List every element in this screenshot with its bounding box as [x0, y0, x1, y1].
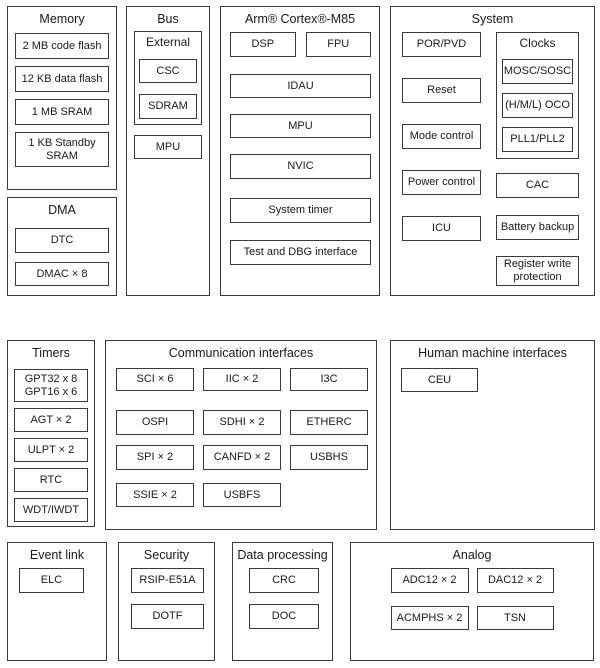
block-reset: Reset	[402, 78, 481, 103]
memory-blocks: 2 MB code flash 12 KB data flash 1 MB SR…	[15, 33, 109, 167]
block-usbfs: USBFS	[203, 483, 281, 507]
analog-section-title: Analog	[452, 548, 492, 562]
data-processing-section-title: Data processing	[237, 548, 328, 562]
clocks-group: Clocks MOSC/SOSC (H/M/L) OCO PLL1/PLL2	[496, 32, 579, 159]
dma-section: DMA DTC DMAC × 8	[7, 197, 117, 296]
security-section-title: Security	[143, 548, 190, 562]
block-doc: DOC	[249, 604, 319, 629]
block-power-control: Power control	[402, 170, 481, 195]
block-etherc: ETHERC	[290, 410, 368, 435]
analog-blocks: ADC12 × 2 DAC12 × 2 ACMPHS × 2 TSN	[390, 568, 554, 630]
clocks-group-title: Clocks	[519, 36, 556, 50]
block-ssie: SSIE × 2	[116, 483, 194, 507]
block-sci: SCI × 6	[116, 368, 194, 391]
block-i3c: I3C	[290, 368, 368, 391]
block-gpt: GPT32 x 8 GPT16 x 6	[14, 369, 88, 402]
block-battery-backup: Battery backup	[496, 215, 579, 240]
block-data-flash: 12 KB data flash	[15, 66, 109, 92]
system-section: System POR/PVD Reset Mode control Power …	[390, 6, 595, 296]
communication-interfaces-section: Communication interfaces SCI × 6 IIC × 2…	[105, 340, 377, 530]
block-crc: CRC	[249, 568, 319, 593]
cpu-blocks: DSP FPU IDAU MPU NVIC System timer Test …	[230, 32, 371, 265]
block-ospi: OSPI	[116, 410, 194, 435]
block-sdhi: SDHI × 2	[203, 410, 281, 435]
block-rtc: RTC	[14, 468, 88, 492]
communication-row: SCI × 6 IIC × 2 I3C	[116, 368, 368, 391]
communication-interfaces-section-title: Communication interfaces	[168, 346, 314, 360]
system-left-column: POR/PVD Reset Mode control Power control…	[402, 32, 481, 241]
system-right-column: Clocks MOSC/SOSC (H/M/L) OCO PLL1/PLL2 C…	[496, 32, 579, 286]
communication-row: SPI × 2 CANFD × 2 USBHS	[116, 445, 368, 470]
block-dtc: DTC	[15, 228, 109, 253]
block-fpu: FPU	[305, 32, 371, 57]
timers-blocks: GPT32 x 8 GPT16 x 6 AGT × 2 ULPT × 2 RTC…	[14, 369, 88, 522]
block-rsip-e51a: RSIP-E51A	[131, 568, 204, 593]
block-bus-mpu: MPU	[134, 135, 202, 159]
block-por-pvd: POR/PVD	[402, 32, 481, 57]
block-hml-oco: (H/M/L) OCO	[502, 93, 573, 118]
memory-section: Memory 2 MB code flash 12 KB data flash …	[7, 6, 117, 190]
block-sdram: SDRAM	[139, 94, 197, 119]
block-usbhs: USBHS	[290, 445, 368, 470]
data-processing-section: Data processing CRC DOC	[232, 542, 333, 661]
block-code-flash: 2 MB code flash	[15, 33, 109, 59]
block-adc12: ADC12 × 2	[390, 568, 469, 593]
block-dmac: DMAC × 8	[15, 262, 109, 286]
block-sram: 1 MB SRAM	[15, 99, 109, 125]
bus-external-group-title: External	[145, 35, 191, 49]
block-ulpt: ULPT × 2	[14, 438, 88, 462]
timers-section-title: Timers	[32, 346, 70, 360]
block-spi: SPI × 2	[116, 445, 194, 470]
cpu-section-title: Arm® Cortex®-M85	[244, 12, 356, 26]
human-machine-interfaces-section-title: Human machine interfaces	[418, 346, 567, 360]
block-mosc-sosc: MOSC/SOSC	[502, 59, 573, 84]
block-elc: ELC	[19, 568, 84, 593]
system-section-title: System	[471, 12, 514, 26]
block-wdt-iwdt: WDT/IWDT	[14, 498, 88, 522]
bus-external-group: External CSC SDRAM	[134, 31, 202, 125]
block-system-timer: System timer	[230, 198, 371, 223]
communication-row: OSPI SDHI × 2 ETHERC	[116, 410, 368, 435]
security-blocks: RSIP-E51A DOTF	[119, 563, 214, 629]
event-link-section: Event link ELC	[7, 542, 107, 661]
memory-section-title: Memory	[39, 12, 85, 26]
block-mode-control: Mode control	[402, 124, 481, 149]
cpu-top-row: DSP FPU	[230, 32, 371, 57]
human-machine-interfaces-section: Human machine interfaces CEU	[390, 340, 595, 530]
block-canfd: CANFD × 2	[203, 445, 281, 470]
block-agt: AGT × 2	[14, 408, 88, 432]
block-nvic: NVIC	[230, 154, 371, 179]
block-pll1-pll2: PLL1/PLL2	[502, 127, 573, 152]
dma-blocks: DTC DMAC × 8	[15, 228, 109, 286]
block-dsp: DSP	[230, 32, 296, 57]
block-test-dbg-interface: Test and DBG interface	[230, 240, 371, 265]
block-tsn: TSN	[476, 606, 554, 630]
security-section: Security RSIP-E51A DOTF	[118, 542, 215, 661]
cpu-section: Arm® Cortex®-M85 DSP FPU IDAU MPU NVIC S…	[220, 6, 380, 296]
timers-section: Timers GPT32 x 8 GPT16 x 6 AGT × 2 ULPT …	[7, 340, 95, 527]
block-dotf: DOTF	[131, 604, 204, 629]
block-register-write-protection: Register write protection	[496, 256, 579, 286]
communication-row: SSIE × 2 USBFS	[116, 483, 368, 507]
bus-section-title: Bus	[157, 12, 179, 26]
communication-blocks: SCI × 6 IIC × 2 I3C OSPI SDHI × 2 ETHERC…	[116, 368, 368, 507]
block-cpu-mpu: MPU	[230, 114, 371, 138]
block-dac12: DAC12 × 2	[476, 568, 554, 593]
dma-section-title: DMA	[48, 203, 76, 217]
block-idau: IDAU	[230, 74, 371, 98]
event-link-section-title: Event link	[29, 548, 85, 562]
analog-section: Analog ADC12 × 2 DAC12 × 2 ACMPHS × 2 TS…	[350, 542, 594, 661]
data-processing-blocks: CRC DOC	[233, 563, 332, 629]
bus-section: Bus External CSC SDRAM MPU	[126, 6, 210, 296]
block-icu: ICU	[402, 216, 481, 241]
block-iic: IIC × 2	[203, 368, 281, 391]
block-ceu: CEU	[401, 368, 478, 392]
block-csc: CSC	[139, 59, 197, 83]
block-cac: CAC	[496, 173, 579, 198]
block-standby-sram: 1 KB Standby SRAM	[15, 132, 109, 167]
block-acmphs: ACMPHS × 2	[390, 606, 469, 630]
